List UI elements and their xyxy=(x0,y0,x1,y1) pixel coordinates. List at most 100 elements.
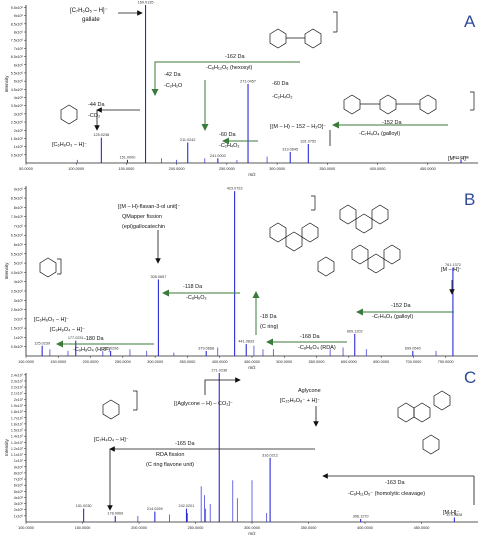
y-tick-label: 4x10⁶ xyxy=(14,496,24,500)
y-axis-label: Intensity xyxy=(4,75,9,93)
x-tick-label: 400.0000 xyxy=(370,167,386,171)
x-axis-label: m/z xyxy=(248,172,256,177)
x-tick-label: 650.0000 xyxy=(373,360,389,364)
x-tick-label: 100.0000 xyxy=(18,526,34,530)
y-tick-label: 7.5x10⁶ xyxy=(11,39,24,43)
x-tick-label: 450.0000 xyxy=(420,167,436,171)
y-tick-label: 2.4x10⁷ xyxy=(11,373,24,377)
svg-text:[C₇H₄O₄ – H]⁻: [C₇H₄O₄ – H]⁻ xyxy=(94,437,129,443)
panel-c-spectrum: 1x10⁶ 2x10⁶ 3x10⁶ 4x10⁶ 5x10⁶ 6x10⁶ 7x10⁶ 8x10⁶… xyxy=(4,369,478,536)
x-tick-label: 750.0000 xyxy=(438,360,454,364)
y-tick-label: 8x10⁶ xyxy=(14,471,24,475)
gallate-name: gallate xyxy=(82,17,100,23)
y-tick-label: 1.6x10⁷ xyxy=(11,422,24,426)
y-tick-label: 9x10⁶ xyxy=(14,465,24,469)
y-tick-label: 7.5x10⁵ xyxy=(11,215,24,219)
y-tick-label: 3x10⁶ xyxy=(14,502,24,506)
svg-text:-152 Da: -152 Da xyxy=(391,303,412,309)
y-tick-label: 0.5x10⁶ xyxy=(11,153,24,157)
peak-mz-label: 761.1372 xyxy=(445,263,461,267)
svg-text:-152 Da: -152 Da xyxy=(382,120,403,126)
svg-text:[M – H]⁻: [M – H]⁻ xyxy=(448,156,469,162)
y-tick-label: 6x10⁶ xyxy=(14,63,24,67)
svg-text:[C₉H₆O₄ – H]⁻: [C₉H₆O₄ – H]⁻ xyxy=(50,327,85,333)
peak-mz-label: 305.0657 xyxy=(150,275,166,279)
svg-text:-165 Da: -165 Da xyxy=(175,441,196,447)
x-tick-label: 200.0000 xyxy=(169,167,185,171)
panel-a-spectrum: 0.5x10⁶1x10⁶1.5x10⁶2x10⁶2.5x10⁶3x10⁶3.5x… xyxy=(4,1,478,177)
y-tick-label: 2.1x10⁷ xyxy=(11,392,24,396)
svg-text:-C₈H₈O₄ (RDA): -C₈H₈O₄ (RDA) xyxy=(298,345,336,351)
peak-mz-label: 479.0828 xyxy=(446,513,462,517)
y-tick-label: 7x10⁶ xyxy=(14,47,24,51)
x-tick-label: 350.0000 xyxy=(301,526,317,530)
y-tick-label: 1.7x10⁷ xyxy=(11,416,24,420)
x-tick-label: 150.0000 xyxy=(75,526,91,530)
peak-mz-label: 211.0242 xyxy=(180,138,196,142)
x-tick-label: 100.0000 xyxy=(18,360,34,364)
svg-text:-C₂H₄O₂: -C₂H₄O₂ xyxy=(272,94,293,100)
y-tick-label: 0.5x10⁵ xyxy=(11,345,24,349)
peak-mz-label: 313.0645 xyxy=(282,147,298,151)
x-tick-label: 400.0000 xyxy=(357,526,373,530)
y-tick-label: 7x10⁶ xyxy=(14,478,24,482)
peak-mz-label: 241.0000 xyxy=(210,154,226,158)
y-tick-label: 2.5x10⁶ xyxy=(11,121,24,125)
x-tick-label: 300.0000 xyxy=(147,360,163,364)
svg-text:-60 Da: -60 Da xyxy=(219,132,236,138)
y-tick-label: 1.2x10⁷ xyxy=(11,447,24,451)
y-tick-label: 8x10⁶ xyxy=(14,31,24,35)
svg-text:[C₆H₆O₃ – H]⁻: [C₆H₆O₃ – H]⁻ xyxy=(34,317,69,323)
y-tick-label: 1x10⁶ xyxy=(14,514,24,518)
y-tick-label: 3x10⁵ xyxy=(14,299,24,303)
x-axis-label: m/z xyxy=(248,365,256,370)
y-tick-label: 6x10⁵ xyxy=(14,243,24,247)
svg-text:-C₇H₄O₄ (galloyl): -C₇H₄O₄ (galloyl) xyxy=(372,314,413,320)
peak-mz-label: 379.0668 xyxy=(198,346,214,350)
svg-text:[C₁₅H₉O₈⁻ + H]⁻: [C₁₅H₉O₈⁻ + H]⁻ xyxy=(280,398,320,404)
x-tick-label: 450.0000 xyxy=(414,526,430,530)
y-tick-label: 5.5x10⁵ xyxy=(11,252,24,256)
y-axis-label: Intensity xyxy=(4,438,9,456)
y-tick-label: 9x10⁶ xyxy=(14,14,24,18)
y-tick-label: 5.5x10⁶ xyxy=(11,71,24,75)
x-tick-label: 350.0000 xyxy=(180,360,196,364)
y-tick-label: 2x10⁶ xyxy=(14,508,24,512)
peak-mz-label: 441.0833 xyxy=(238,340,254,344)
y-axis-label: Intensity xyxy=(4,262,9,280)
svg-text:[(Aglycone – H) – CO₂]⁻: [(Aglycone – H) – CO₂]⁻ xyxy=(174,401,233,407)
svg-text:-118 Da: -118 Da xyxy=(183,284,203,290)
svg-text:QMapper fission: QMapper fission xyxy=(122,214,162,220)
y-tick-label: 5x10⁵ xyxy=(14,262,24,266)
svg-text:[(M – H)-flavan-3-ol unit]⁻: [(M – H)-flavan-3-ol unit]⁻ xyxy=(118,204,180,210)
y-tick-label: 6x10⁶ xyxy=(14,484,24,488)
x-tick-label: 450.0000 xyxy=(244,360,260,364)
peak-mz-label: 151.0000 xyxy=(120,155,136,159)
svg-text:-C₆H₁₁O₅⁻ (homolytic cleavage): -C₆H₁₁O₅⁻ (homolytic cleavage) xyxy=(348,491,425,497)
svg-text:(C ring): (C ring) xyxy=(260,324,279,330)
svg-text:-C₉H₈O₄ (HRF): -C₉H₈O₄ (HRF) xyxy=(73,347,110,353)
y-tick-label: 2x10⁶ xyxy=(14,129,24,133)
svg-text:-180 Da: -180 Da xyxy=(84,336,105,342)
panel-a-annotations: [C₇H₆O₅ – H]⁻ gallate -162 Da -C₆H₁₂O₆ (… xyxy=(52,8,469,162)
x-tick-label: 150.0000 xyxy=(50,360,66,364)
svg-text:(C ring flavone unit): (C ring flavone unit) xyxy=(146,462,194,468)
gallate-formula: [C₇H₆O₅ – H]⁻ xyxy=(70,8,108,14)
x-tick-label: 200.0000 xyxy=(131,526,147,530)
y-tick-label: 5x10⁶ xyxy=(14,490,24,494)
y-tick-label: 1.5x10⁷ xyxy=(11,429,24,433)
x-tick-label: 300.0000 xyxy=(244,526,260,530)
y-tick-label: 1x10⁷ xyxy=(14,459,24,463)
svg-text:-168 Da: -168 Da xyxy=(300,334,321,340)
x-tick-label: 300.0000 xyxy=(269,167,285,171)
y-tick-label: 1.5x10⁶ xyxy=(11,137,24,141)
x-tick-label: 50.0000 xyxy=(19,167,33,171)
svg-text:-42 Da: -42 Da xyxy=(164,72,181,78)
svg-text:Aglycone: Aglycone xyxy=(298,388,321,394)
y-tick-label: 1x10⁵ xyxy=(14,336,24,340)
y-tick-label: 1x10⁶ xyxy=(14,145,24,149)
x-tick-label: 200.0000 xyxy=(83,360,99,364)
x-tick-label: 250.0000 xyxy=(115,360,131,364)
svg-text:-163 Da: -163 Da xyxy=(385,480,406,486)
y-tick-label: 1.8x10⁷ xyxy=(11,410,24,414)
